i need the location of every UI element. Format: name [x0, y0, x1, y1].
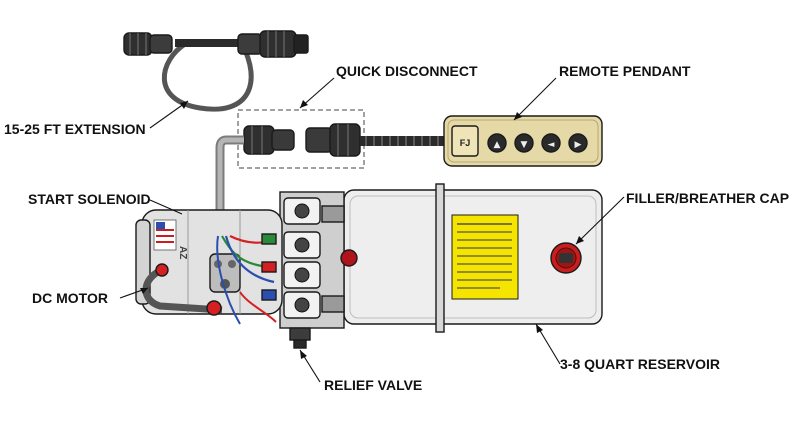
motor-power-cable — [142, 266, 223, 314]
disconnect-right-plug — [305, 123, 361, 157]
relief-valve — [289, 327, 311, 349]
label-extension: 15-25 FT EXTENSION — [4, 121, 146, 137]
flag-decal-icon: AZ — [153, 219, 188, 259]
warning-label — [451, 214, 519, 300]
label-filler-cap: FILLER/BREATHER CAP — [626, 190, 789, 206]
label-reservoir: 3-8 QUART RESERVOIR — [560, 356, 720, 372]
extension-cable — [123, 30, 309, 112]
remote-pendant: FJ ▲ ▼ ◄ ▶ — [443, 115, 603, 167]
pendant-cable — [360, 136, 444, 146]
filler-breather-cap — [550, 242, 582, 274]
label-quick-disconnect: QUICK DISCONNECT — [336, 63, 478, 79]
extension-right-connector — [237, 30, 309, 58]
disconnect-left-plug — [243, 125, 295, 155]
extension-left-connector — [123, 32, 173, 56]
pendant-button-up — [487, 133, 507, 153]
label-relief-valve: RELIEF VALVE — [324, 377, 422, 393]
wiring-harness — [216, 233, 277, 325]
pendant-button-down — [514, 133, 534, 153]
quick-disconnect — [237, 109, 365, 169]
label-remote-pendant: REMOTE PENDANT — [559, 63, 691, 79]
leader-lines — [119, 77, 625, 383]
reservoir — [343, 183, 603, 333]
label-start-solenoid: START SOLENOID — [28, 191, 151, 207]
label-dc-motor: DC MOTOR — [32, 290, 108, 306]
pendant-button-right — [568, 133, 588, 153]
svg-text:FJ: FJ — [460, 138, 471, 148]
dc-motor: AZ — [135, 209, 283, 316]
valve-manifold — [279, 191, 358, 349]
pendant-button-down-glyph: ▼ — [521, 140, 528, 150]
pendant-button-left-glyph: ◄ — [548, 140, 555, 150]
pendant-button-right-glyph: ▶ — [575, 140, 582, 150]
svg-text:AZ: AZ — [177, 246, 188, 259]
pendant-button-left — [541, 133, 561, 153]
start-solenoid — [209, 253, 241, 293]
pendant-button-up-glyph: ▲ — [494, 140, 501, 150]
